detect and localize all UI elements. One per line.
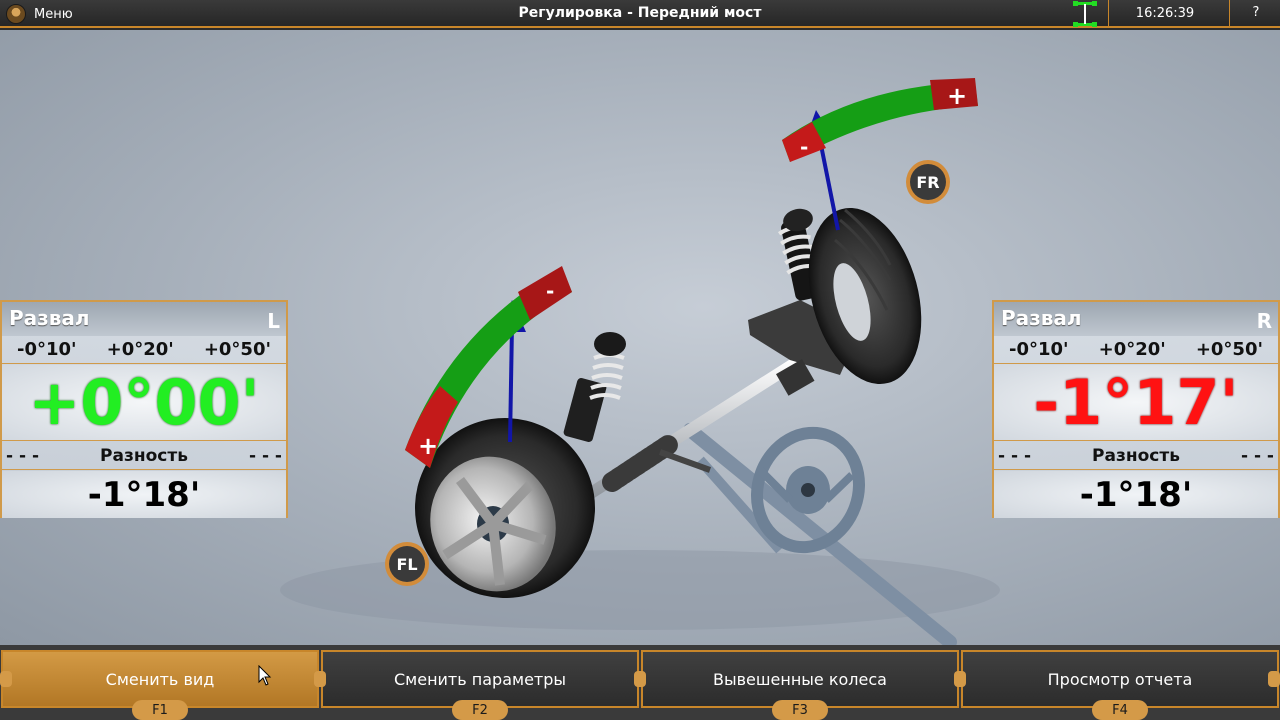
left-camber-panel: Развал L -0°10' +0°20' +0°50' +0°00' - -… <box>0 300 288 518</box>
front-left-badge: FL <box>385 542 429 586</box>
camber-value: -1°17' <box>994 365 1278 441</box>
panel-title: Развал <box>994 302 1278 336</box>
connector <box>314 671 326 687</box>
panel-side: L <box>267 309 280 333</box>
difference-row: - - - Разность - - - <box>994 442 1278 470</box>
svg-text:-: - <box>800 135 808 159</box>
fr-label: FR <box>916 173 939 192</box>
connector <box>634 671 646 687</box>
separator <box>1229 0 1230 28</box>
menu-button[interactable]: Меню <box>6 3 73 25</box>
button-label: Сменить параметры <box>393 669 567 689</box>
button-label: Вывешенные колеса <box>713 669 887 689</box>
connector <box>0 671 12 687</box>
connector <box>1268 671 1280 687</box>
panel-title: Развал <box>2 302 286 336</box>
range-min: -0°10' <box>17 339 77 360</box>
function-key-bar: Сменить вид Сменить параметры Вывешенные… <box>0 645 1280 720</box>
help-button[interactable]: ? <box>1252 5 1260 20</box>
sensor-status-icon <box>1073 1 1097 27</box>
dashes: - - - <box>248 445 282 466</box>
right-camber-panel: Развал R -0°10' +0°20' +0°50' -1°17' - -… <box>992 300 1280 518</box>
right-camber-gauge: - + <box>782 78 978 162</box>
front-right-wheel <box>808 207 922 385</box>
f1-key-badge: F1 <box>132 700 188 720</box>
suspension-scene: - + + - FL <box>0 30 1280 645</box>
difference-value: -1°18' <box>2 471 286 518</box>
dashes: - - - <box>998 445 1032 466</box>
front-axle-illustration: - + + - FL <box>280 78 1000 645</box>
f2-key-badge: F2 <box>452 700 508 720</box>
difference-label: Разность <box>100 445 188 466</box>
separator <box>1108 0 1109 28</box>
clock: 16:26:39 <box>1135 6 1195 21</box>
difference-row: - - - Разность - - - <box>2 442 286 470</box>
menu-label: Меню <box>34 6 73 22</box>
difference-value: -1°18' <box>994 471 1278 518</box>
dashes: - - - <box>6 445 40 466</box>
button-label: Просмотр отчета <box>1047 669 1193 689</box>
svg-text:+: + <box>947 82 967 110</box>
steering-wheel <box>750 426 866 554</box>
range-nominal: +0°20' <box>106 339 174 360</box>
steering-wheel-icon <box>6 4 26 24</box>
front-left-wheel <box>415 418 595 598</box>
left-strut <box>563 332 626 442</box>
button-label: Сменить вид <box>105 669 215 689</box>
range-nominal: +0°20' <box>1098 339 1166 360</box>
difference-label: Разность <box>1092 445 1180 466</box>
tolerance-range: -0°10' +0°20' +0°50' <box>2 336 286 364</box>
panel-side: R <box>1256 309 1272 333</box>
front-right-badge: FR <box>906 160 950 204</box>
range-max: +0°50' <box>1195 339 1263 360</box>
range-min: -0°10' <box>1009 339 1069 360</box>
camber-value: +0°00' <box>2 365 286 441</box>
svg-text:+: + <box>418 432 438 460</box>
fl-label: FL <box>396 555 417 574</box>
svg-text:-: - <box>546 279 554 303</box>
mouse-cursor-icon <box>258 665 272 686</box>
f3-key-badge: F3 <box>772 700 828 720</box>
range-max: +0°50' <box>203 339 271 360</box>
f4-key-badge: F4 <box>1092 700 1148 720</box>
connector <box>954 671 966 687</box>
change-view-button[interactable]: Сменить вид <box>1 650 319 708</box>
tolerance-range: -0°10' +0°20' +0°50' <box>994 336 1278 364</box>
top-bar: Меню Регулировка - Передний мост 16:26:3… <box>0 0 1280 28</box>
left-camber-gauge: + - <box>405 266 572 468</box>
dashes: - - - <box>1240 445 1274 466</box>
